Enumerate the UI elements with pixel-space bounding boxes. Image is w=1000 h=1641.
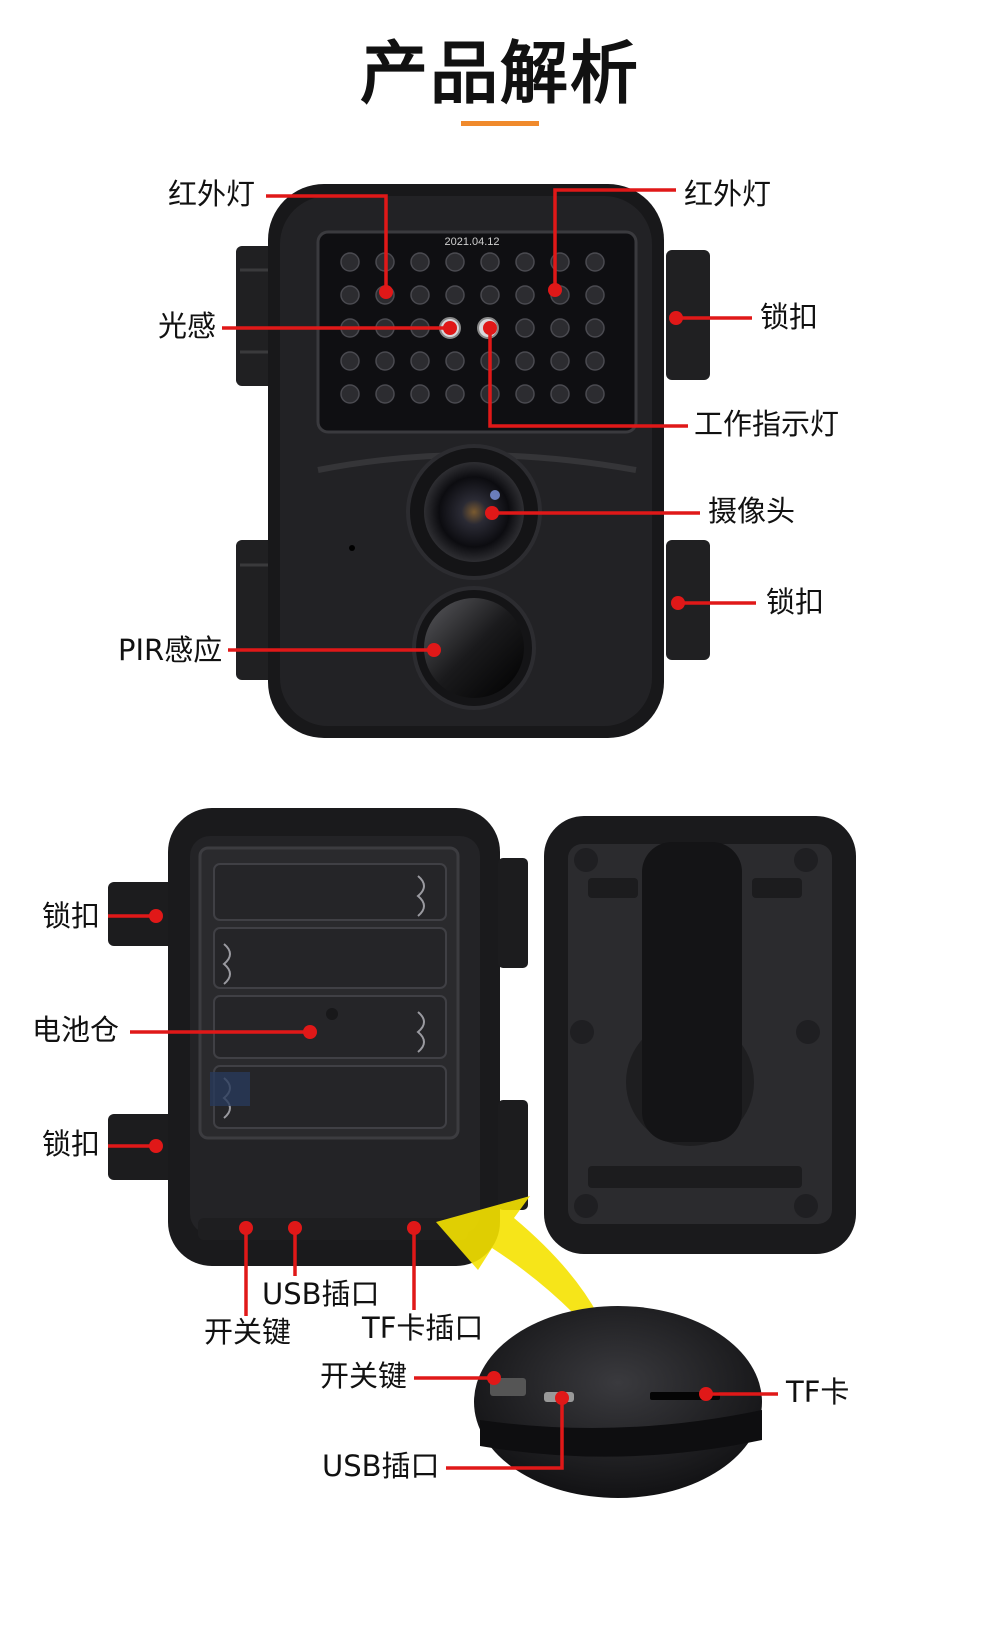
pir-sensor xyxy=(424,598,524,698)
label-usb-port: USB插口 xyxy=(262,1277,380,1311)
label-latch-bottom: 锁扣 xyxy=(766,585,825,619)
date-stamp: 2021.04.12 xyxy=(444,236,499,248)
label-ir-left: 红外灯 xyxy=(168,177,256,211)
latch-right-top xyxy=(666,250,710,380)
label-pir: PIR感应 xyxy=(118,633,223,667)
label-tf-slot: TF卡插口 xyxy=(362,1311,484,1345)
title-underline xyxy=(461,121,539,126)
lens xyxy=(424,462,524,562)
label-open-latch-bottom: 锁扣 xyxy=(42,1127,101,1161)
belt-clip-strap xyxy=(642,842,742,1142)
label-work-indicator: 工作指示灯 xyxy=(694,407,840,441)
latch-right-bottom xyxy=(666,540,710,660)
zoom-arrow xyxy=(436,1196,616,1362)
zoom-callouts xyxy=(414,1371,778,1470)
camera-open xyxy=(108,808,856,1266)
label-latch-top: 锁扣 xyxy=(760,300,819,334)
label-zoom-tf-card: TF卡 xyxy=(786,1375,850,1409)
label-zoom-power-switch: 开关键 xyxy=(320,1359,408,1393)
label-light-sensor: 光感 xyxy=(158,309,217,343)
zoom-detail xyxy=(474,1306,762,1498)
camera-front: 2021.04.12 xyxy=(236,184,710,738)
label-zoom-usb-port: USB插口 xyxy=(322,1449,440,1483)
label-lens: 摄像头 xyxy=(708,494,796,528)
page-title: 产品解析 xyxy=(359,35,640,114)
label-battery: 电池仓 xyxy=(32,1013,120,1047)
label-open-latch-top: 锁扣 xyxy=(42,899,101,933)
label-ir-right: 红外灯 xyxy=(684,177,772,211)
front-callouts xyxy=(222,188,756,657)
open-callouts xyxy=(108,909,421,1316)
label-power-switch: 开关键 xyxy=(204,1315,292,1349)
